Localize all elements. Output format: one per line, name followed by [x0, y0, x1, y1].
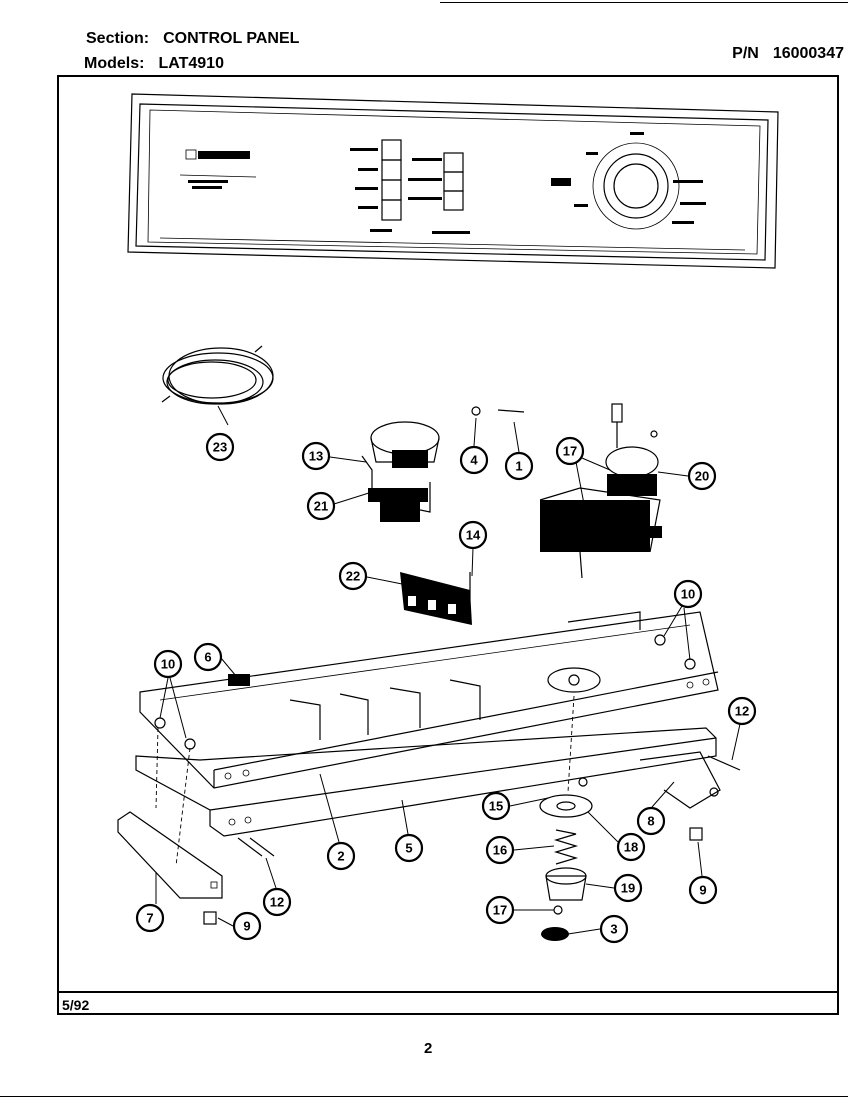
- svg-text:17: 17: [563, 444, 577, 459]
- brand-badge: [198, 151, 250, 159]
- callout-17-bottom: 17: [485, 895, 515, 925]
- timer-assembly: [539, 403, 662, 579]
- section-value: CONTROL PANEL: [163, 30, 300, 47]
- clip-lower-right: [689, 827, 703, 841]
- svg-text:12: 12: [270, 895, 284, 910]
- screw-right: [707, 755, 741, 771]
- models-value: LAT4910: [158, 55, 224, 72]
- svg-text:3: 3: [610, 922, 617, 937]
- temperature-selector: [408, 152, 470, 234]
- svg-text:21: 21: [314, 499, 328, 514]
- svg-text:18: 18: [624, 840, 638, 855]
- svg-text:4: 4: [470, 453, 478, 468]
- diagram-frame: [57, 75, 839, 1015]
- svg-text:23: 23: [213, 440, 227, 455]
- bottom-rule: [0, 1096, 848, 1097]
- end-cap: [117, 811, 223, 899]
- callout-2: 2: [326, 841, 356, 871]
- clip-lower-left: [203, 911, 217, 925]
- callout-22: 22: [338, 561, 368, 591]
- callout-19: 19: [613, 873, 643, 903]
- callout-10-left: 10: [153, 649, 183, 679]
- svg-text:13: 13: [309, 449, 323, 464]
- frame-divider: [57, 991, 839, 993]
- leader-lines: [155, 405, 741, 935]
- callout-7: 7: [135, 903, 165, 933]
- callout-18: 18: [616, 832, 646, 862]
- timer-dial: [551, 132, 706, 230]
- water-level-switch: [361, 421, 440, 522]
- callout-9-right: 9: [688, 875, 718, 905]
- callout-4: 4: [459, 445, 489, 475]
- screw-pair-left: [237, 837, 275, 857]
- wire-harness-coil: [161, 345, 274, 405]
- section-label: Section:: [86, 30, 150, 47]
- callout-3: 3: [599, 914, 629, 944]
- callout-12-left: 12: [262, 887, 292, 917]
- pn-label: P/N: [732, 45, 759, 62]
- pn-value: 16000347: [772, 45, 844, 62]
- svg-text:10: 10: [161, 657, 175, 672]
- svg-text:5: 5: [405, 841, 412, 856]
- callout-1: 1: [504, 451, 534, 481]
- svg-text:12: 12: [735, 704, 749, 719]
- svg-text:15: 15: [489, 799, 503, 814]
- callout-14: 14: [458, 520, 488, 550]
- load-size-selector: [350, 139, 402, 232]
- callout-9-left: 9: [232, 911, 262, 941]
- callout-23: 23: [205, 432, 235, 462]
- svg-text:19: 19: [621, 881, 635, 896]
- svg-text:2: 2: [337, 849, 344, 864]
- callout-15: 15: [481, 791, 511, 821]
- callout-5: 5: [394, 833, 424, 863]
- control-panel-console: [127, 93, 779, 269]
- callout-8: 8: [636, 806, 666, 836]
- button-and-spring: [471, 406, 525, 416]
- callout-16: 16: [485, 835, 515, 865]
- callout-13: 13: [301, 441, 331, 471]
- svg-text:16: 16: [493, 843, 507, 858]
- callout-6: 6: [193, 642, 223, 672]
- lower-mounting-bracket: [135, 727, 721, 837]
- svg-text:6: 6: [204, 650, 211, 665]
- svg-text:9: 9: [699, 883, 706, 898]
- svg-text:9: 9: [243, 919, 250, 934]
- page-number: 2: [424, 1040, 433, 1057]
- models-label: Models:: [84, 55, 145, 72]
- upper-mounting-bracket: [139, 611, 719, 789]
- timer-knob-assembly: [539, 777, 593, 941]
- callout-20: 20: [687, 461, 717, 491]
- svg-text:14: 14: [466, 528, 481, 543]
- callout-21: 21: [306, 491, 336, 521]
- svg-text:20: 20: [695, 469, 709, 484]
- svg-text:10: 10: [681, 587, 695, 602]
- callout-17-top: 17: [555, 436, 585, 466]
- models-heading: Models: LAT4910: [84, 55, 224, 73]
- date-code: 5/92: [62, 997, 90, 1013]
- section-heading: Section: CONTROL PANEL: [86, 30, 299, 48]
- svg-text:17: 17: [493, 903, 507, 918]
- maytag-logo-icon: [185, 149, 197, 160]
- terminal-block: [400, 572, 472, 625]
- svg-text:22: 22: [346, 569, 360, 584]
- callout-12-right: 12: [727, 696, 757, 726]
- svg-text:8: 8: [647, 814, 654, 829]
- part-number: P/N 16000347: [732, 45, 844, 63]
- svg-text:1: 1: [515, 459, 522, 474]
- svg-text:7: 7: [146, 911, 153, 926]
- callout-10-right: 10: [673, 579, 703, 609]
- top-rule: [440, 2, 848, 3]
